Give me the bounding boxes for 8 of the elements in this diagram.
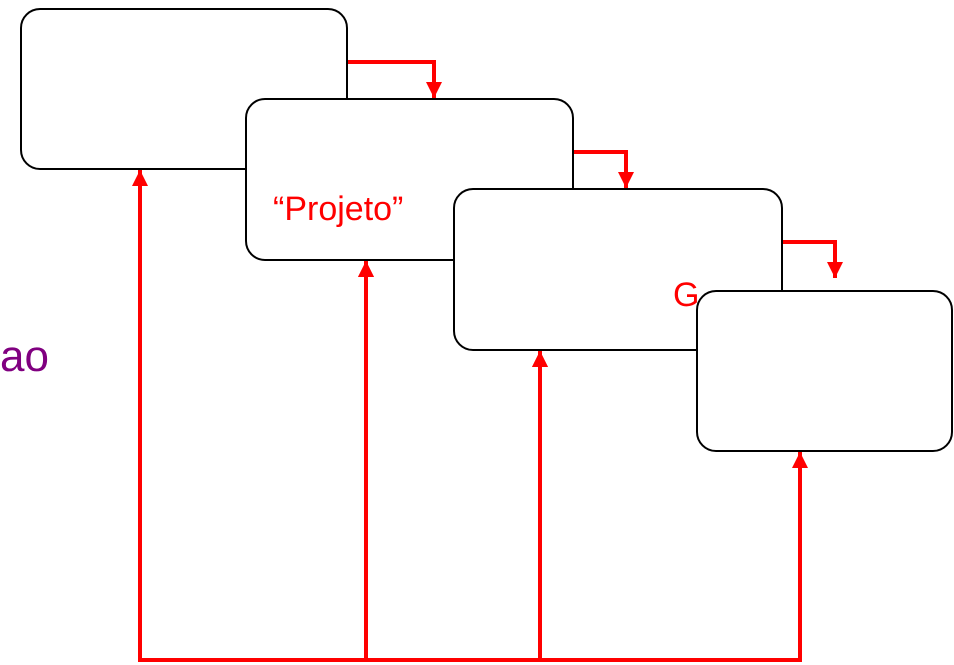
stage-label: “Projeto”	[273, 192, 404, 226]
heading-fragment: ao	[0, 335, 49, 379]
arrow	[783, 240, 843, 278]
arrow	[574, 150, 634, 188]
stage-label: G	[673, 278, 700, 312]
stage-box	[696, 290, 953, 452]
stage-box	[453, 188, 783, 351]
arrow	[348, 60, 442, 98]
